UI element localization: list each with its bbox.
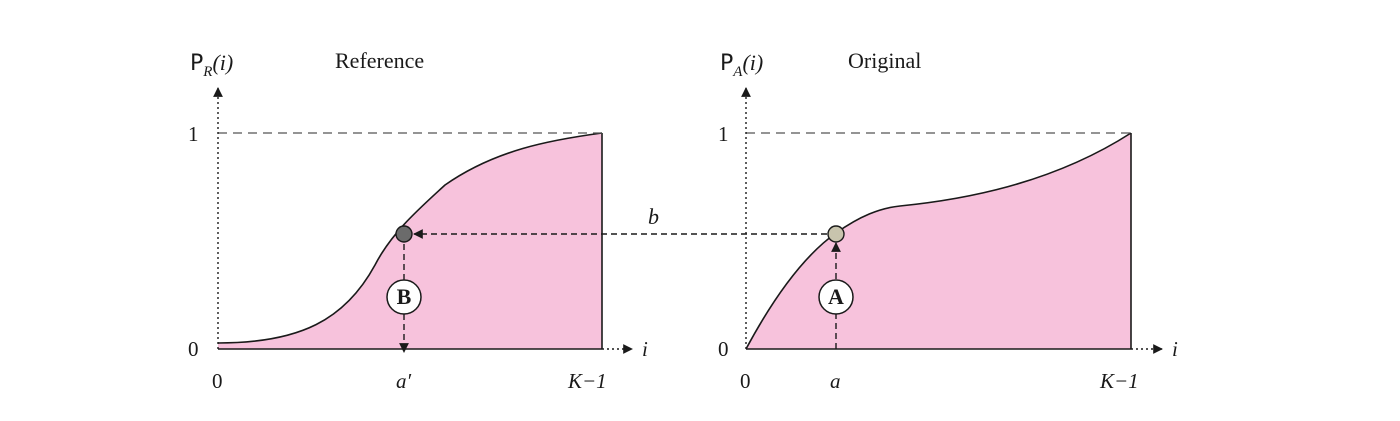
reference-y-tick-zero: 0 bbox=[188, 337, 199, 361]
original-cdf-curve bbox=[745, 132, 1132, 350]
original-x-tick-a: a bbox=[830, 369, 841, 393]
original-point bbox=[827, 225, 845, 243]
original-x-axis-var: i bbox=[1172, 337, 1178, 361]
original-ylabel-arg: (i) bbox=[742, 50, 763, 75]
reference-x-tick-kminus1: K−1 bbox=[567, 369, 607, 393]
reference-y-tick-one: 1 bbox=[188, 122, 199, 146]
reference-x-tick-zero: 0 bbox=[212, 369, 223, 393]
marker-a: A bbox=[818, 279, 854, 315]
marker-a-label: A bbox=[828, 284, 844, 309]
original-y-tick-zero: 0 bbox=[718, 337, 729, 361]
original-y-tick-one: 1 bbox=[718, 122, 729, 146]
reference-ylabel-arg: (i) bbox=[212, 50, 233, 75]
reference-title: Reference bbox=[335, 48, 424, 73]
connector-label: b bbox=[648, 204, 659, 229]
svg-text:PR(i): PR(i) bbox=[190, 50, 233, 80]
original-ylabel-sub: A bbox=[732, 64, 743, 80]
reference-ylabel-sub: R bbox=[202, 64, 212, 80]
reference-plot: PR(i) Reference 1 0 0 a′ K−1 i B bbox=[188, 48, 648, 393]
original-cdf-area bbox=[746, 133, 1131, 349]
reference-cdf-area bbox=[218, 133, 602, 349]
original-ylabel-main: P bbox=[720, 51, 733, 76]
marker-b-label: B bbox=[397, 284, 412, 309]
reference-ylabel-main: P bbox=[190, 51, 203, 76]
original-x-tick-zero: 0 bbox=[740, 369, 751, 393]
reference-x-tick-aprime: a′ bbox=[396, 369, 412, 393]
original-title: Original bbox=[848, 48, 921, 73]
reference-x-axis-var: i bbox=[642, 337, 648, 361]
marker-b: B bbox=[386, 279, 422, 315]
reference-cdf-curve bbox=[217, 132, 603, 344]
reference-point bbox=[395, 225, 413, 243]
original-x-tick-kminus1: K−1 bbox=[1099, 369, 1139, 393]
original-plot: PA(i) Original 1 0 0 a K−1 i A bbox=[718, 48, 1178, 393]
svg-text:PA(i): PA(i) bbox=[720, 50, 763, 80]
